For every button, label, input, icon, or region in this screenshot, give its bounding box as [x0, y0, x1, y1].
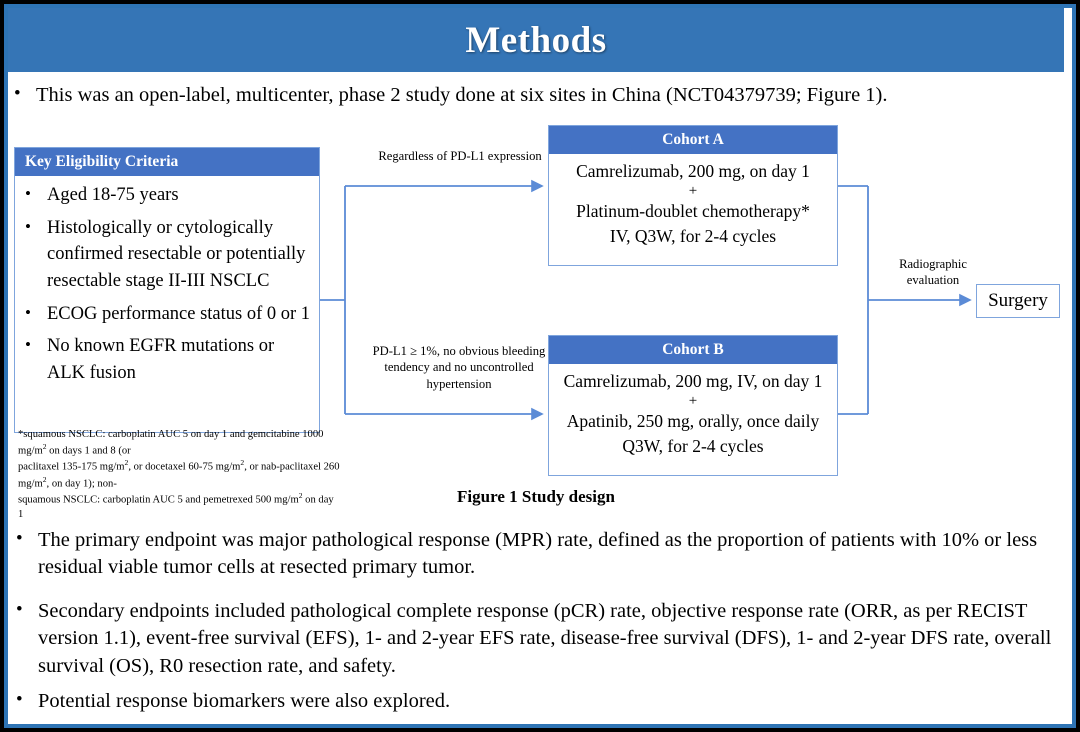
regimen-line: IV, Q3W, for 2-4 cycles	[609, 225, 777, 246]
bullet-marker: •	[25, 216, 31, 236]
criterion-text: ECOG performance status of 0 or 1	[47, 303, 311, 324]
eligibility-header: Key Eligibility Criteria	[15, 148, 319, 176]
list-item: • ECOG performance status of 0 or 1	[19, 301, 315, 328]
bullet-marker: •	[14, 83, 21, 104]
bullet-marker: •	[25, 184, 31, 203]
cohort-b-box: Cohort B Camrelizumab, 200 mg, IV, on da…	[548, 335, 838, 476]
footnote-line: paclitaxel 135-175 mg/m2, or docetaxel 6…	[18, 458, 340, 490]
footnote-line: *squamous NSCLC: carboplatin AUC 5 on da…	[18, 429, 324, 457]
bullet-marker: •	[25, 302, 31, 322]
regimen-line: Q3W, for 2-4 cycles	[622, 435, 764, 456]
flow-connectors	[320, 179, 972, 421]
slide-title-banner: Methods	[8, 8, 1064, 72]
regimen-line: Platinum-doublet chemotherapy*	[576, 201, 810, 222]
figure-caption: Figure 1 Study design	[457, 487, 615, 506]
bullet-primary-endpoint: • The primary endpoint was major patholo…	[16, 527, 1056, 582]
regimen-line: Apatinib, 250 mg, orally, once daily	[566, 411, 820, 432]
bullet-marker: •	[16, 528, 23, 549]
eligibility-criteria-list: • Aged 18-75 years • Histologically or c…	[15, 176, 319, 386]
regimen-line: Camrelizumab, 200 mg, on day 1	[576, 161, 810, 181]
study-design-figure: Key Eligibility Criteria • Aged 18-75 ye…	[8, 118, 1064, 520]
bullet-text: Secondary endpoints included pathologica…	[38, 600, 1052, 677]
list-item: • Aged 18-75 years	[19, 182, 315, 209]
eligibility-box: Key Eligibility Criteria • Aged 18-75 ye…	[14, 147, 320, 433]
cohort-a-box: Cohort A Camrelizumab, 200 mg, on day 1 …	[548, 125, 838, 266]
cohort-b-regimen: Camrelizumab, 200 mg, IV, on day 1 + Apa…	[549, 364, 837, 458]
intro-bullet: • This was an open-label, multicenter, p…	[14, 82, 1056, 109]
list-item: • No known EGFR mutations or ALK fusion	[19, 333, 315, 386]
criterion-text: No known EGFR mutations or ALK fusion	[47, 336, 275, 383]
list-item: • Histologically or cytologically confir…	[19, 215, 315, 295]
bullet-biomarkers: • Potential response biomarkers were als…	[16, 688, 1056, 715]
criterion-text: Aged 18-75 years	[47, 185, 179, 205]
chemotherapy-footnote: *squamous NSCLC: carboplatin AUC 5 on da…	[18, 428, 340, 522]
annotation-pdl1-criteria: PD-L1 ≥ 1%, no obvious bleeding tendency…	[372, 344, 546, 391]
cohort-a-header: Cohort A	[549, 126, 837, 154]
annotation-radiographic-evaluation: Radiographic evaluation	[899, 257, 967, 288]
cohort-a-regimen: Camrelizumab, 200 mg, on day 1 + Platinu…	[549, 154, 837, 248]
plus-symbol: +	[688, 182, 698, 199]
annotation-pdl1-regardless: Regardless of PD-L1 expression	[378, 149, 542, 163]
cohort-b-header: Cohort B	[549, 336, 837, 364]
bullet-text: The primary endpoint was major pathologi…	[38, 529, 1038, 579]
criterion-text: Histologically or cytologically confirme…	[47, 217, 306, 291]
regimen-line: Camrelizumab, 200 mg, IV, on day 1	[563, 371, 823, 391]
footnote-line: squamous NSCLC: carboplatin AUC 5 and pe…	[18, 491, 334, 520]
bullet-marker: •	[16, 599, 23, 620]
bullet-marker: •	[16, 689, 23, 710]
bullet-marker: •	[25, 335, 31, 355]
bullet-secondary-endpoints: • Secondary endpoints included pathologi…	[16, 598, 1056, 680]
intro-bullet-text: This was an open-label, multicenter, pha…	[36, 84, 888, 106]
plus-symbol: +	[688, 392, 698, 409]
bullet-text: Potential response biomarkers were also …	[38, 690, 451, 712]
page-title: Methods	[465, 19, 607, 61]
surgery-box: Surgery	[976, 284, 1060, 318]
